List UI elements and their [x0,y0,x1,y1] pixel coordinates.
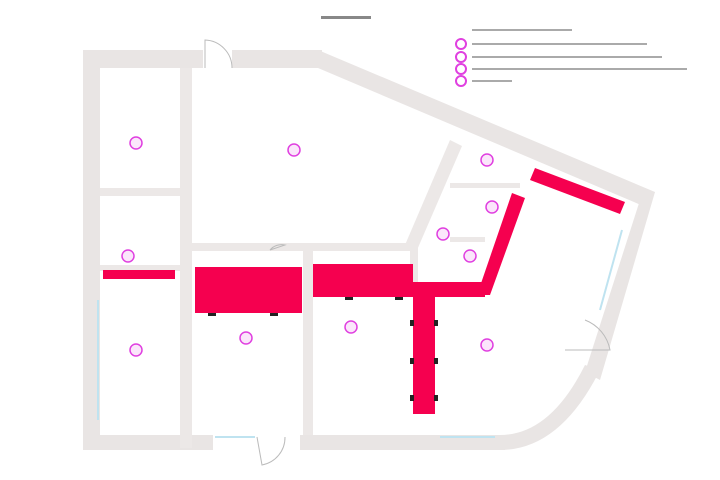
inner-walls [100,68,520,448]
highlight-block [195,267,302,313]
highlight-bar [530,168,625,214]
legend-item [455,38,647,50]
legend-item [455,63,687,75]
door [204,39,233,69]
marker-circle-icon [455,63,467,75]
door [565,319,611,351]
highlighted-zones [103,168,625,414]
highlight-bar [103,270,175,279]
room-marker[interactable] [129,343,143,357]
room-markers [121,136,499,357]
highlight-bar [477,193,525,295]
highlight-block [313,264,413,297]
room-marker[interactable] [480,153,494,167]
marker-circle-icon [455,38,467,50]
outer-walls [83,50,655,450]
legend [455,29,687,87]
room-marker[interactable] [485,200,499,214]
door [256,436,286,466]
room-marker[interactable] [436,227,450,241]
windows [97,229,623,438]
marker-circle-icon [455,75,467,87]
room-marker[interactable] [287,143,301,157]
room-marker[interactable] [239,331,253,345]
markers [208,297,438,401]
room-marker[interactable] [129,136,143,150]
legend-item [455,51,662,63]
room-marker[interactable] [344,320,358,334]
doors [204,39,611,466]
room-marker[interactable] [121,249,135,263]
marker-circle-icon [455,51,467,63]
plan-title [321,16,371,19]
room-marker[interactable] [463,249,477,263]
door [269,244,287,251]
highlight-bar [413,282,435,414]
room-marker[interactable] [480,338,494,352]
legend-item [455,75,512,87]
